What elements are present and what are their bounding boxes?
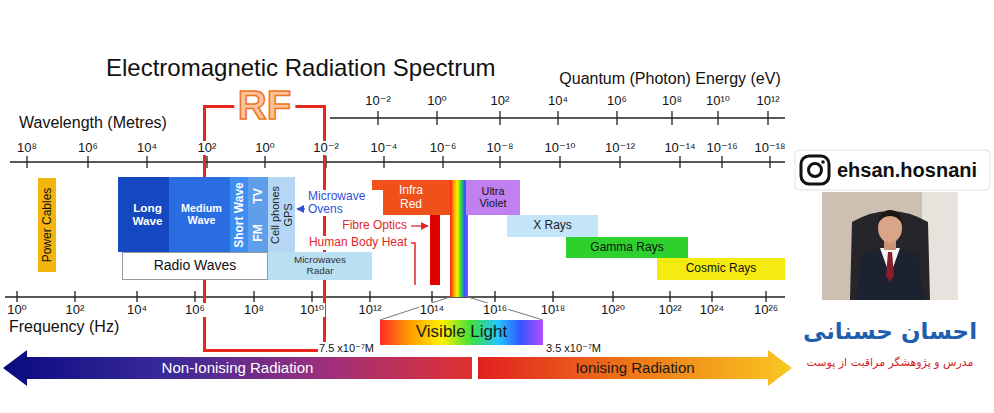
callout-label: Microwave Ovens xyxy=(307,190,383,216)
visible-light-box: Visible Light xyxy=(380,320,543,345)
axis-tick-label: 10⁶ xyxy=(77,141,99,156)
spectrum-band: Power Cables xyxy=(38,178,56,272)
presenter-photo xyxy=(822,192,958,300)
axis-tick-label: 10¹⁴ xyxy=(419,303,445,318)
zoom-lines xyxy=(380,297,543,320)
spectrum-band: Microwaves Radar xyxy=(268,252,372,280)
axis-title: Wavelength (Metres) xyxy=(18,114,168,132)
axis-tick-label: 10⁰ xyxy=(6,303,28,318)
axis-tick-label: 10¹⁰ xyxy=(299,303,325,318)
axis-tick-label: 10¹² xyxy=(357,303,382,318)
band-label: Cosmic Rays xyxy=(686,262,757,275)
band-label: Cell phones xyxy=(269,185,280,243)
axis-lines xyxy=(5,111,785,302)
axis-tick-label: 10⁰ xyxy=(254,141,276,156)
axis-tick-label: 10² xyxy=(197,141,218,156)
wavelength-label: 7.5 x10⁻⁷M xyxy=(318,342,375,355)
callout-label: Human Body Heat xyxy=(308,236,408,250)
spectrum-band: Infra Red xyxy=(372,180,450,215)
band-label: X Rays xyxy=(533,219,572,232)
band-label: Power Cables xyxy=(41,188,53,263)
band-label: FM xyxy=(252,225,264,242)
social-handle: ehsan.hosnani xyxy=(836,159,978,182)
band-label: Ionising Radiation xyxy=(575,360,694,377)
spectrum-band: Radio Waves xyxy=(122,252,268,280)
axis-tick-label: 10⁴ xyxy=(126,303,148,318)
band-label: TV xyxy=(252,188,264,203)
spectrum-band: Gamma Rays xyxy=(566,237,688,258)
instagram-badge xyxy=(795,150,990,190)
spectrum-band: Cosmic Rays xyxy=(657,258,785,280)
axis-tick-label: 10¹⁰ xyxy=(705,94,731,109)
spectrum-band: Medium Wave xyxy=(169,177,234,252)
axis-tick-label: 10⁴ xyxy=(547,94,569,109)
band-label: Infra Red xyxy=(389,184,433,210)
band-label: Medium Wave xyxy=(169,203,234,227)
axis-tick-label: 10⁶ xyxy=(184,303,206,318)
axis-tick-label: 10⁻² xyxy=(312,141,340,156)
axis-title: Quantum (Photon) Energy (eV) xyxy=(558,70,781,88)
axis-tick-label: 10⁸ xyxy=(243,303,265,318)
axis-tick-label: 10⁴ xyxy=(136,141,158,156)
axis-tick-label: 10¹⁶ xyxy=(482,303,508,318)
leader-arrow xyxy=(411,225,428,226)
axis-tick-label: 10²⁶ xyxy=(753,303,779,318)
axis-tick-label: 10⁻¹⁰ xyxy=(544,141,577,156)
axis-tick-label: 10²⁰ xyxy=(600,303,626,318)
axis-tick-label: 10⁶ xyxy=(606,94,628,109)
callout-label: Fibre Optics xyxy=(341,219,408,233)
axis-tick-label: 10⁻¹⁸ xyxy=(753,141,786,156)
band-label: Radio Waves xyxy=(154,258,237,273)
axis-tick-label: 10⁻⁸ xyxy=(486,141,515,156)
band-label: Non-Ionising Radiation xyxy=(162,360,314,377)
axis-tick-label: 10¹⁸ xyxy=(540,303,566,318)
axis-tick-label: 10⁻² xyxy=(364,94,392,109)
range-arrow: Ionising Radiation xyxy=(478,350,792,386)
spectrum-band: Cell phonesGPS xyxy=(268,177,295,252)
band-title: RF xyxy=(234,85,295,125)
text-cell: GPS xyxy=(282,177,296,252)
band-label: Short Wave xyxy=(233,182,245,248)
axis-tick-label: 10¹² xyxy=(755,94,780,109)
leader-arrow xyxy=(297,208,305,209)
axis-tick-label: 10⁸ xyxy=(661,94,683,109)
author-name: احسان حسنانی xyxy=(802,318,978,344)
range-arrow: Non-Ionising Radiation xyxy=(3,350,472,386)
axis-tick-label: 10⁻¹⁶ xyxy=(705,141,738,156)
text-cell: Short Wave xyxy=(230,177,248,252)
diagram-title: Electromagnetic Radiation Spectrum xyxy=(106,54,496,82)
axis-tick-label: 10²⁴ xyxy=(699,303,725,318)
axis-tick-label: 10⁻⁴ xyxy=(370,141,399,156)
text-cell: Power Cables xyxy=(38,178,56,272)
axis-tick-label: 10⁻¹² xyxy=(604,141,636,156)
band-label: Microwaves Radar xyxy=(285,255,355,277)
axis-tick-label: 10⁰ xyxy=(426,94,448,109)
leader-line xyxy=(411,243,415,285)
axis-tick-label: 10² xyxy=(65,303,86,318)
axis-tick-label: 10⁸ xyxy=(16,141,38,156)
axis-tick-label: 10² xyxy=(490,94,511,109)
text-cell: TV xyxy=(248,177,268,215)
author-title: مدرس و پژوهشگر مراقبت از پوست xyxy=(806,357,975,370)
band-label: Gamma Rays xyxy=(590,241,663,254)
band-label: GPS xyxy=(283,203,294,226)
spectrum-band: Short Wave xyxy=(230,177,248,252)
spectrum-band: X Rays xyxy=(507,215,598,237)
axis-tick-label: 10⁻⁶ xyxy=(429,141,458,156)
infrared-bar xyxy=(430,215,440,285)
wavelength-label: 3.5 x10⁻⁷M xyxy=(545,342,602,355)
text-cell: FM xyxy=(248,215,268,253)
spectrum-band: TV FM xyxy=(248,177,268,252)
spectrum-band: Ultra Violet xyxy=(466,180,520,215)
axis-title: Frequency (Hz) xyxy=(8,318,120,336)
band-label: Ultra Violet xyxy=(470,186,516,210)
text-cell: Cell phones xyxy=(268,177,282,252)
axis-tick-label: 10²² xyxy=(657,303,682,318)
band-label: Visible Light xyxy=(416,323,507,342)
axis-tick-label: 10⁻¹⁴ xyxy=(663,141,696,156)
